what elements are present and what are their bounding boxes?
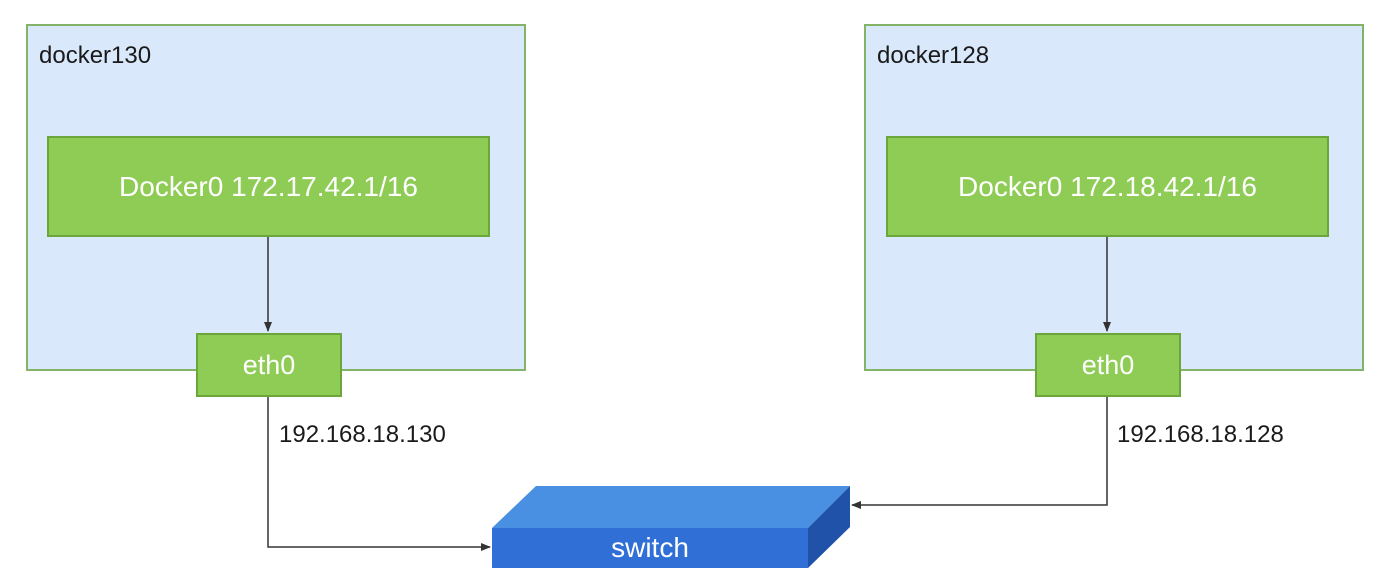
switch-label: switch xyxy=(611,532,689,563)
wire-eth0-to-switch-docker130 xyxy=(267,397,491,551)
ip-label-docker130: 192.168.18.130 xyxy=(279,421,446,448)
wire-eth0-to-switch-docker128 xyxy=(851,397,1108,509)
eth0-docker130: eth0 xyxy=(196,333,342,397)
host-label: docker130 xyxy=(39,42,152,69)
docker0-bridge-docker128: Docker0 172.18.42.1/16 xyxy=(886,136,1329,237)
host-label: docker128 xyxy=(877,42,990,69)
eth0-docker128: eth0 xyxy=(1035,333,1181,397)
switch-side-face xyxy=(808,486,850,568)
switch-device xyxy=(492,486,850,568)
docker0-bridge-docker130: Docker0 172.17.42.1/16 xyxy=(47,136,490,237)
ip-label-docker128: 192.168.18.128 xyxy=(1117,421,1284,448)
switch-front-face xyxy=(492,528,808,568)
switch-top-face xyxy=(492,486,850,528)
